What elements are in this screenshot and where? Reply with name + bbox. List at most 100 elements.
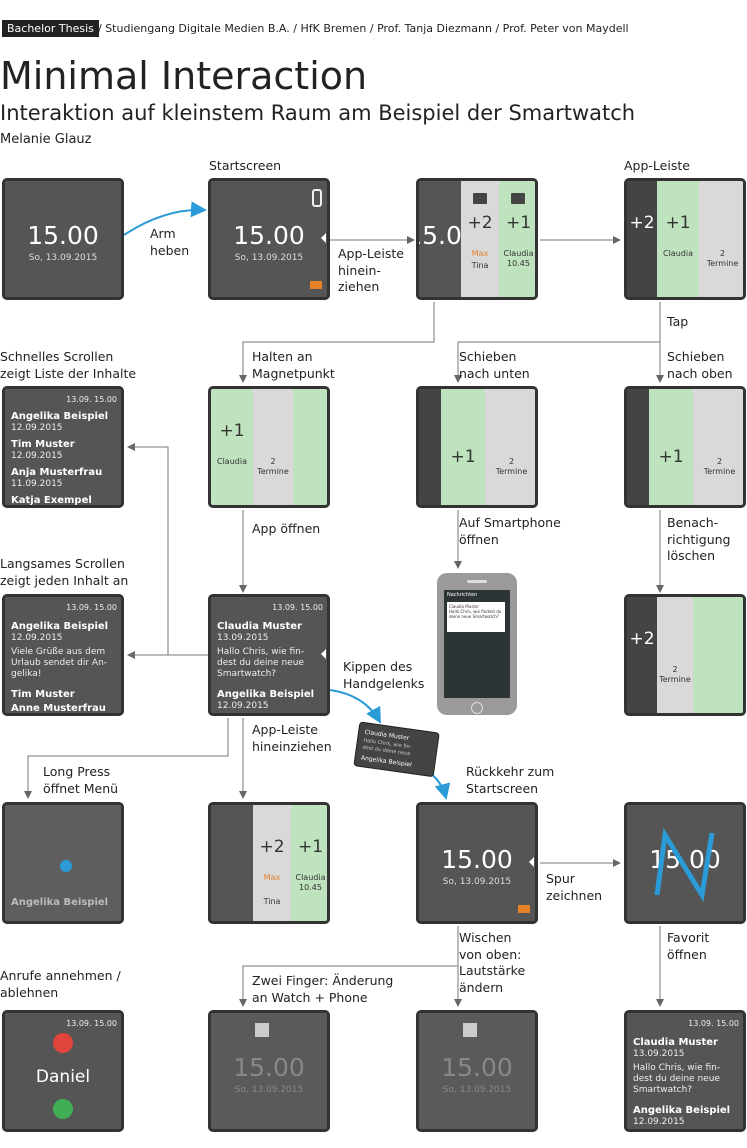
status-bar: 13.09. 15.00 xyxy=(66,603,117,612)
phone-msg: Hallo Chris, wie findest du deine neue S… xyxy=(449,609,502,619)
watch-app-open[interactable]: 13.09. 15.00 Claudia Muster 13.09.2015 H… xyxy=(208,594,330,716)
msg-count: +1 xyxy=(505,213,532,233)
accept-call-icon[interactable] xyxy=(53,1099,73,1119)
watch-appbar[interactable]: +2 +1 Claudia 2 Termine xyxy=(624,178,746,300)
mail-panel[interactable]: +2 xyxy=(627,597,657,713)
magnet-point-icon[interactable] xyxy=(321,233,326,243)
sender-claudia: Claudia xyxy=(663,249,693,258)
termine-label: Termine xyxy=(495,467,528,476)
speaker-icon xyxy=(467,580,487,583)
status-bar: 13.09. 15.00 xyxy=(66,1019,117,1028)
label-app-leiste: App-Leiste xyxy=(624,158,690,173)
list-date: 13.09.2015 xyxy=(217,633,269,643)
watch-startscreen[interactable]: 15.00 So, 13.09.2015 xyxy=(208,178,330,300)
phone-screen: Nachrichten Claudia Muster Hallo Chris, … xyxy=(444,590,510,698)
watch-draw-gesture[interactable]: 15.00 xyxy=(624,802,746,924)
phone-notification: Claudia Muster Hallo Chris, wie findest … xyxy=(447,602,505,632)
magnet-point-icon[interactable] xyxy=(529,857,534,867)
watch-call[interactable]: 13.09. 15.00 Daniel xyxy=(2,1010,124,1132)
message-panel[interactable]: +1 Claudia 10.45 xyxy=(499,181,535,297)
list-item[interactable]: Angelika Beispiel xyxy=(217,689,315,700)
list-date: 12.09.2015 xyxy=(11,451,63,461)
watch-return-start[interactable]: 15.00 So, 13.09.2015 xyxy=(416,802,538,924)
label-ziehen: App-Leiste hinein- ziehen xyxy=(338,246,404,294)
watch-long-press[interactable]: Angelika Beispiel xyxy=(2,802,124,924)
time-claudia: 10.45 xyxy=(299,883,322,892)
watch-appbar-in-app[interactable]: +2 Max Tina +1 Claudia 10.45 xyxy=(208,802,330,924)
watch-slide-down[interactable]: +1 2 Termine xyxy=(416,386,538,508)
decline-call-icon[interactable] xyxy=(53,1033,73,1053)
list-item[interactable]: Anja Musterfrau xyxy=(11,467,103,478)
watch-slide-up[interactable]: +1 2 Termine xyxy=(624,386,746,508)
home-button-icon xyxy=(471,702,483,714)
calendar-panel[interactable]: 2 Termine xyxy=(699,181,743,297)
calendar-panel[interactable]: 2 Termine xyxy=(657,597,693,713)
list-item[interactable]: Angelika Beispiel xyxy=(11,621,109,632)
label-schnell: Schnelles Scrollen zeigt Liste der Inhal… xyxy=(0,349,137,381)
date: So, 13.09.2015 xyxy=(234,253,304,263)
list-message: Hallo Chris, wie fin-dest du deine neue … xyxy=(633,1063,721,1095)
list-date: 12.09.2015 xyxy=(11,423,63,433)
list-item[interactable]: Angelika Beispiel xyxy=(633,1105,731,1116)
list-item[interactable]: Katja Exempel xyxy=(11,495,92,506)
sender-claudia: Claudia xyxy=(217,457,247,466)
time: 15.00 xyxy=(233,1053,305,1082)
watch-deleted[interactable]: +2 2 Termine xyxy=(624,594,746,716)
envelope-icon xyxy=(473,193,487,204)
list-item[interactable]: Claudia Muster xyxy=(217,621,302,632)
label-schieben-unten: Schieben nach unten xyxy=(459,349,530,381)
list-item[interactable]: Tim Muster xyxy=(11,439,75,450)
calendar-panel[interactable]: 2 Termine xyxy=(253,389,293,505)
list-item[interactable]: Claudia Muster xyxy=(633,1037,718,1048)
label-smartphone: Auf Smartphone öffnen xyxy=(459,515,561,547)
magnet-point-icon[interactable] xyxy=(321,649,326,659)
mail-panel[interactable]: +2 xyxy=(627,181,657,297)
calendar-panel[interactable]: 2 Termine xyxy=(485,389,535,505)
label-anrufe: Anrufe annehmen / ablehnen xyxy=(0,968,121,1000)
list-item[interactable]: Tim Muster xyxy=(11,689,75,700)
label-app-leiste2: App-Leiste hineinziehen xyxy=(252,722,332,754)
calendar-panel[interactable]: 2 Termine xyxy=(693,389,743,505)
list-item[interactable]: Angelika Beispiel xyxy=(11,411,109,422)
termine-label: Termine xyxy=(659,675,691,684)
list-item[interactable]: Anne Musterfrau xyxy=(11,703,106,714)
watch-volume[interactable]: 15.00 So, 13.09.2015 xyxy=(416,1010,538,1132)
list-date: 13.09.2015 xyxy=(633,1049,685,1059)
watch-two-finger[interactable]: 15.00 So, 13.09.2015 xyxy=(208,1010,330,1132)
watch-appbar-pull[interactable]: 15.00 +2 Max Tina +1 Claudia 10.45 xyxy=(416,178,538,300)
mail-panel[interactable] xyxy=(627,389,649,505)
watch-idle: 15.00 So, 13.09.2015 xyxy=(2,178,124,300)
alarm-panel[interactable] xyxy=(693,597,743,713)
label-langsam: Langsames Scrollen zeigt jeden Inhalt an xyxy=(0,556,129,588)
message-panel[interactable]: +1 Claudia xyxy=(211,389,253,505)
watch-fast-scroll[interactable]: 13.09. 15.00 Angelika Beispiel 12.09.201… xyxy=(2,386,124,508)
watch-magnet[interactable]: +1 Claudia 2 Termine xyxy=(208,386,330,508)
label-benach: Benach- richtigung löschen xyxy=(667,515,731,563)
label-tap: Tap xyxy=(667,314,689,329)
alarm-panel[interactable] xyxy=(293,389,327,505)
status-bar: 13.09. 15.00 xyxy=(66,395,117,404)
watch-slow-scroll[interactable]: 13.09. 15.00 Angelika Beispiel 12.09.201… xyxy=(2,594,124,716)
label-schieben-oben: Schieben nach oben xyxy=(667,349,733,381)
termine-label: Termine xyxy=(703,467,736,476)
msg-count: +1 xyxy=(297,837,324,857)
phone-from: Claudia Muster xyxy=(449,604,480,609)
thesis-tag: Bachelor Thesis xyxy=(2,20,99,37)
mail-panel[interactable]: +2 Max Tina xyxy=(253,805,291,921)
list-date: 12.09.2015 xyxy=(217,701,269,711)
mail-panel[interactable]: +2 Max Tina xyxy=(461,181,499,297)
watch-favorite[interactable]: 13.09. 15.00 Claudia Muster 13.09.2015 H… xyxy=(624,1010,746,1132)
sender-tina: Tina xyxy=(263,897,281,906)
message-panel[interactable]: +1 Claudia xyxy=(657,181,699,297)
sender-tina: Tina xyxy=(471,261,489,270)
mail-panel[interactable] xyxy=(419,389,441,505)
message-panel[interactable]: +1 xyxy=(649,389,693,505)
sender-max: Max xyxy=(471,249,489,258)
message-panel[interactable]: +1 xyxy=(441,389,485,505)
mute-icon xyxy=(255,1023,269,1037)
message-panel[interactable]: +1 Claudia 10.45 xyxy=(291,805,327,921)
status-bar: 13.09. 15.00 xyxy=(688,1019,739,1028)
page-subtitle: Interaktion auf kleinstem Raum am Beispi… xyxy=(0,101,636,125)
time: 15.00 xyxy=(27,221,99,250)
termine-label: Termine xyxy=(706,259,739,268)
